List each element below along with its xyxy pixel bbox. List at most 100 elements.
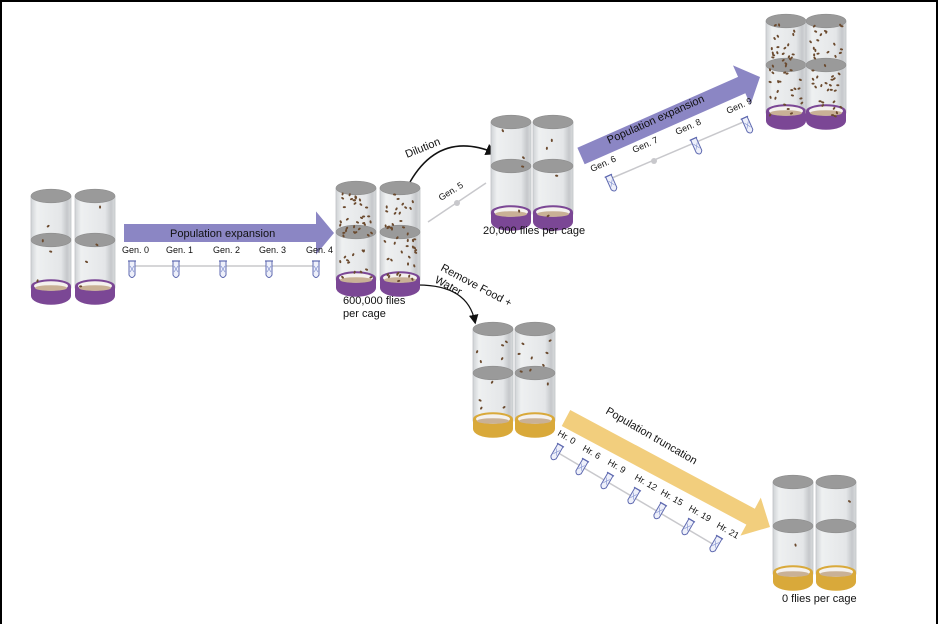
fly-icon bbox=[545, 146, 548, 150]
fly-icon bbox=[390, 258, 393, 262]
truncation-arrow bbox=[561, 410, 770, 536]
fly-icon bbox=[480, 406, 483, 410]
fly-icon bbox=[502, 406, 506, 409]
fly-icon bbox=[352, 253, 355, 257]
fly-icon bbox=[352, 199, 356, 202]
fly-icon bbox=[408, 255, 411, 259]
fly-icon bbox=[838, 51, 842, 55]
timeline-label: Gen. 3 bbox=[259, 245, 286, 255]
sample-tube-icon bbox=[219, 260, 227, 278]
fly-icon bbox=[359, 203, 363, 206]
fly-icon bbox=[46, 224, 50, 228]
fly-icon bbox=[790, 89, 794, 92]
fly-icon bbox=[360, 216, 363, 220]
fly-icon bbox=[361, 249, 365, 253]
fly-icon bbox=[783, 103, 787, 106]
food-icon bbox=[770, 110, 802, 116]
mesh-lid bbox=[805, 57, 847, 73]
fly-icon bbox=[519, 370, 523, 373]
fly-icon bbox=[789, 69, 793, 72]
timeline-label: Gen. 0 bbox=[122, 245, 149, 255]
mesh-lid bbox=[379, 180, 421, 196]
cage-starved-right bbox=[514, 321, 556, 438]
mesh-lid bbox=[532, 114, 574, 130]
diluted-count: 20,000 flies per cage bbox=[483, 225, 585, 237]
fly-icon bbox=[814, 85, 817, 89]
fly-icon bbox=[362, 222, 366, 225]
fly-icon bbox=[821, 104, 824, 107]
fly-icon bbox=[546, 214, 550, 218]
fly-icon bbox=[398, 273, 402, 277]
expansion1-label: Population expansion bbox=[170, 228, 275, 240]
end-count: 0 flies per cage bbox=[782, 593, 857, 605]
fly-icon bbox=[36, 279, 39, 283]
mesh-lid bbox=[772, 518, 814, 534]
fly-icon bbox=[811, 82, 815, 85]
fly-icon bbox=[41, 239, 44, 243]
fly-icon bbox=[411, 245, 415, 249]
fly-icon bbox=[781, 59, 785, 62]
fly-icon bbox=[342, 231, 346, 234]
timeline-label: Hr. 9 bbox=[606, 457, 627, 475]
fly-icon bbox=[346, 259, 350, 262]
fly-icon bbox=[529, 368, 532, 372]
cage-starved-left bbox=[472, 321, 514, 438]
fly-icon bbox=[812, 46, 815, 50]
fly-icon bbox=[85, 260, 89, 263]
fly-icon bbox=[776, 46, 780, 49]
fly-icon bbox=[393, 211, 397, 215]
gen4-count-line1: 600,000 flies bbox=[343, 295, 406, 307]
fly-icon bbox=[383, 240, 387, 243]
fly-icon bbox=[405, 245, 409, 248]
cage-diluted-left bbox=[490, 114, 532, 231]
fly-icon bbox=[505, 340, 508, 344]
timeline-expansion-2 bbox=[611, 119, 749, 179]
fly-icon bbox=[832, 106, 836, 110]
mesh-lid bbox=[514, 365, 556, 381]
fly-icon bbox=[349, 197, 354, 201]
mesh-lid bbox=[514, 321, 556, 337]
fly-icon bbox=[830, 78, 834, 81]
fly-icon bbox=[824, 82, 828, 85]
fly-icon bbox=[345, 217, 349, 221]
cage-diluted-right bbox=[532, 114, 574, 231]
fly-icon bbox=[799, 97, 803, 100]
fly-icon bbox=[545, 351, 549, 355]
fly-icon bbox=[365, 268, 369, 271]
timeline-label: Gen. 2 bbox=[213, 245, 240, 255]
fly-icon bbox=[396, 272, 399, 276]
fly-icon bbox=[770, 47, 773, 51]
fly-icon bbox=[475, 350, 479, 354]
fly-icon bbox=[411, 277, 414, 281]
sample-tube-icon bbox=[600, 471, 615, 490]
fly-icon bbox=[386, 225, 391, 228]
timeline-label: Gen. 1 bbox=[166, 245, 193, 255]
fly-icon bbox=[341, 275, 344, 279]
fly-icon bbox=[395, 207, 398, 211]
food-icon bbox=[35, 285, 67, 291]
mesh-lid bbox=[335, 180, 377, 196]
fly-icon bbox=[829, 88, 833, 91]
fly-icon bbox=[814, 30, 818, 33]
sample-tube-icon bbox=[740, 115, 754, 134]
fly-icon bbox=[367, 215, 371, 218]
fly-icon bbox=[79, 285, 83, 288]
fly-icon bbox=[833, 115, 837, 118]
fly-icon bbox=[358, 198, 362, 202]
fly-icon bbox=[839, 105, 843, 109]
fly-icon bbox=[348, 193, 351, 197]
sample-tube-icon bbox=[312, 260, 320, 278]
fly-icon bbox=[392, 193, 397, 196]
timeline-label: Gen. 4 bbox=[306, 245, 333, 255]
fly-icon bbox=[790, 56, 793, 60]
fly-icon bbox=[354, 196, 357, 200]
fly-icon bbox=[793, 29, 796, 33]
sample-tube-icon bbox=[653, 501, 668, 520]
fly-icon bbox=[546, 382, 549, 386]
dilution-arrow bbox=[409, 143, 498, 183]
mesh-lid bbox=[490, 114, 532, 130]
fly-icon bbox=[339, 223, 342, 227]
cage-end-left bbox=[772, 474, 814, 591]
fly-icon bbox=[542, 363, 545, 367]
food-icon bbox=[79, 285, 111, 291]
